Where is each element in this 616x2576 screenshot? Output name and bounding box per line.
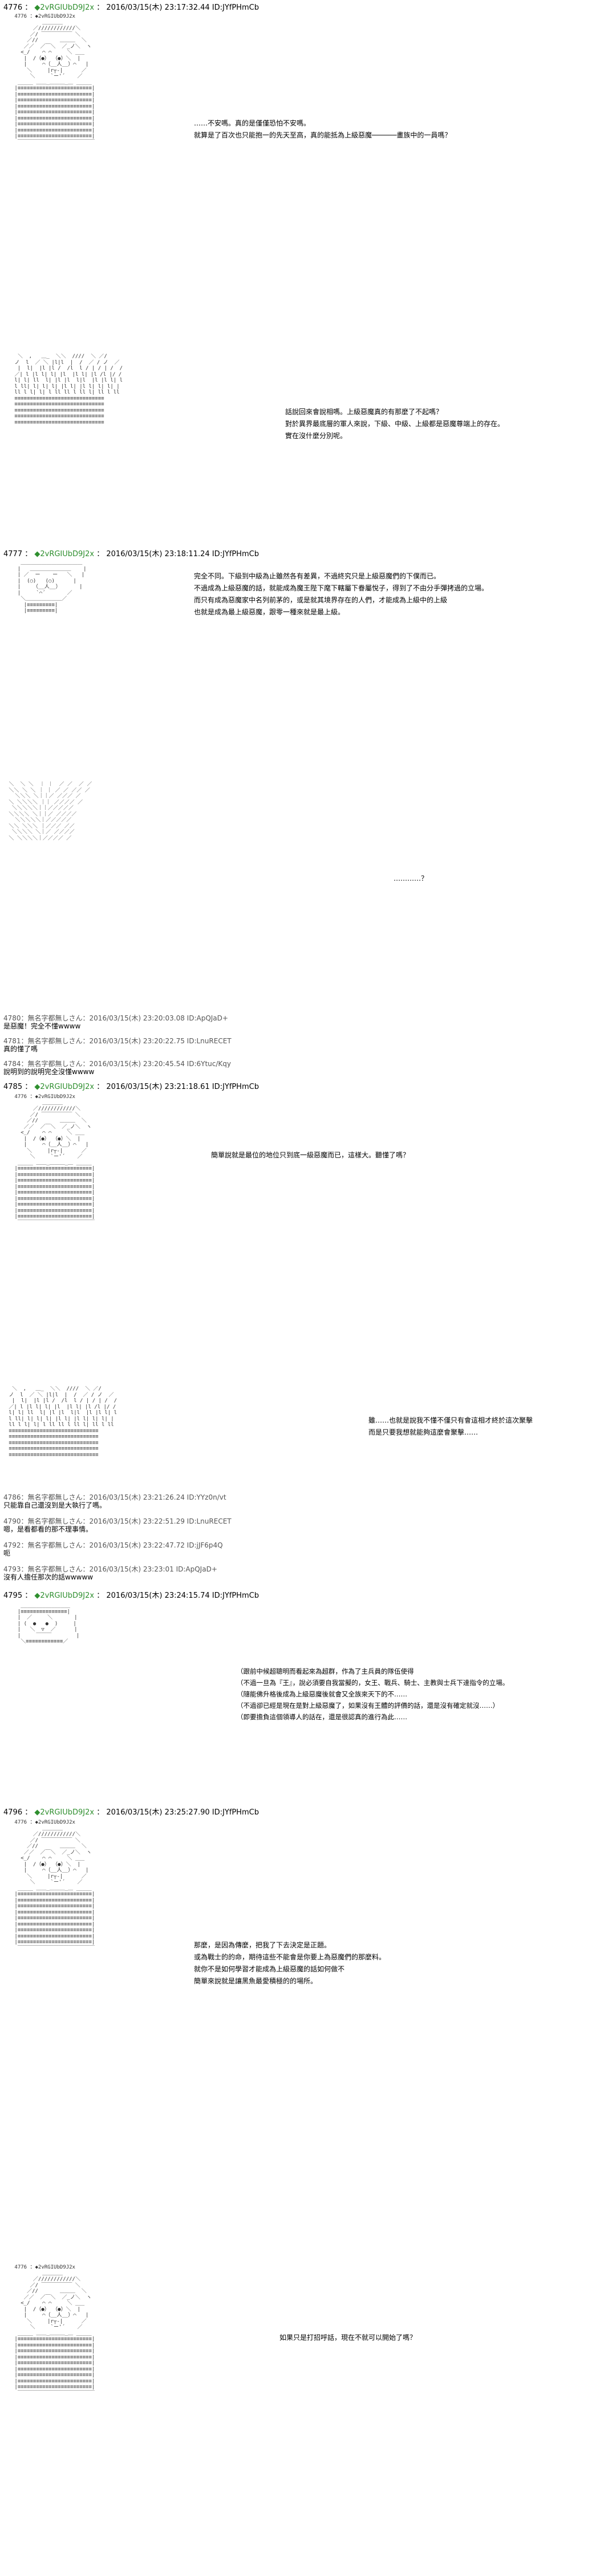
post-timestamp: 2016/03/15(木) 23:24:15.74 ID:JYfPHmCb [106,1591,259,1600]
reply-meta: 4790：無名字都無しさん：2016/03/15(木) 23:22:51.29 … [3,1517,232,1525]
ascii-art-face: 4776 ：◆2vRGIUbD9J2x ＿＿＿＿ ／////////////＼ … [14,1094,95,1226]
post-number: 4777 [3,550,23,558]
post-timestamp: 2016/03/15(木) 23:21:18.61 ID:JYfPHmCb [106,1083,259,1091]
dialog-line: …………？ [394,874,428,882]
reply-post: 4780：無名字都無しさん：2016/03/15(木) 23:20:03.08 … [3,1014,228,1030]
reply-post: 4784：無名字都無しさん：2016/03/15(木) 23:20:45.54 … [3,1060,231,1076]
dialog-line: 而只有成為惡魔家中名列前茅的，或是就其境界存在的人們，才能成為上級中的上級 [194,596,448,604]
reply-text: 是惡魔！完全不懂wwww [3,1022,81,1030]
reply-meta: 4781：無名字都無しさん：2016/03/15(木) 23:20:22.75 … [3,1037,232,1045]
ascii-art-group: ＼ , ＿_ ＼＼ //// ＼ ／/ ノ l ／ ＼ |l|l | / ／ /… [14,354,123,426]
dialog-line: 或為戰士的的命，期待這些不能會是你要上為惡魔們的那麼料。 [194,1953,386,1961]
reply-text: 真的懂了嗎 [3,1045,38,1053]
dialog-line: 就你不是如何學習才能成為上級惡魔的話如何做不 [194,1965,345,1973]
dialog-line: 那麼，是因為傳麼，把我了下去決定是正題。 [194,1941,331,1949]
post-header: 4776 ： ◆2vRGIUbD9J2x ： 2016/03/15(木) 23:… [3,3,259,12]
post-trip: ◆2vRGIUbD9J2x [34,550,95,558]
dialog-line: （隨能佛升格後成為上級惡魔後就會又全族來天下的不…… [237,1690,407,1698]
post-trip: ◆2vRGIUbD9J2x [34,1808,95,1817]
post-number: 4795 [3,1591,23,1600]
reply-post: 4790：無名字都無しさん：2016/03/15(木) 23:22:51.29 … [3,1517,232,1533]
ascii-art-group: ＼ , ＿_ ＼＼ //// ＼ ／/ ノ l ／ ＼ |l|l | / ／ /… [9,1386,117,1458]
ascii-art-face: 4776 ：◆2vRGIUbD9J2x ＿＿＿＿ ／////////////＼ … [14,2265,95,2396]
dialog-line: （跟前中候超聰明而看起來為超群，作為了主兵員的隊伍使得 [237,1667,414,1675]
dialog-line: 如果只是打招呼話，現在不就可以開始了嗎？ [279,2334,417,2342]
reply-meta: 4786：無名字都無しさん：2016/03/15(木) 23:21:26.24 … [3,1493,226,1501]
dialog-line: ……不安嗎。真的是僅僅恐怕不安嗎。 [194,119,311,127]
ascii-art-face: 4776 ：◆2vRGIUbD9J2x ＿＿＿＿ ／////////////＼ … [14,14,95,145]
ascii-art-storm: ＼ ＼ ＼ ｜ ｜ ／ ／ ／ ／ ＼＼ ＼ ＼ ｜ ｜ ／ ／ ／／ ／ ＼＼… [9,781,92,841]
dialog-block: （跟前中候超聰明而看起來為超群，作為了主兵員的隊伍使得 （不過一旦為『王』，說必… [237,1666,509,1723]
ascii-art-face-small: ＿＿＿＿＿＿＿＿＿＿＿＿ | ＿＿＿＿＿＿＿＿ | | ／ ー ー ＼ | | … [17,560,87,614]
dialog-line: 也就是成為最上級惡魔，跟零一種來就是最上級。 [194,608,345,616]
reply-text: 沒有人擔任那次的話wwwww [3,1573,94,1581]
post-header: 4796 ： ◆2vRGIUbD9J2x ： 2016/03/15(木) 23:… [3,1808,259,1817]
dialog-line: 不過成為上級惡魔的話，就能成為魔王陛下麾下轄屬下眷屬悅子，得到了不由分手彈拷過的… [194,584,489,592]
dialog-line: 簡單來說就是讓黑魚最愛積極的的場所。 [194,1977,318,1985]
reply-post: 4781：無名字都無しさん：2016/03/15(木) 23:20:22.75 … [3,1037,232,1053]
reply-text: 只能靠自己還沒到是大執行了嗎。 [3,1501,107,1509]
dialog-line: 就算是了百次也只能抱一的先天至高，真的能抵為上級惡魔──────畫族中的一員嗎？ [194,131,452,139]
dialog-line: 簡單說就是最位的地位只到底一級惡魔而已，這樣大。聽懂了嗎？ [211,1151,410,1159]
reply-text: 說明到的說明完全沒懂wwww [3,1068,95,1076]
dialog-block: 完全不同。下級到中級為止雖然各有差異，不過終究只是上級惡魔們的下僕而已。 不過成… [194,570,488,618]
dialog-line: （不過卻已經是現在是對上級惡魔了，如果沒有王體的評價的話，還是沒有確定就沒……） [237,1702,499,1710]
dialog-block: 話說回來會說相嗎。上級惡魔真的有那麼了不起嗎？ 對於異界最底層的軍人來說，下級、… [285,406,504,442]
post-number: 4776 [3,3,23,12]
dialog-block: 如果只是打招呼話，現在不就可以開始了嗎？ [279,2332,416,2344]
reply-meta: 4792：無名字都無しさん：2016/03/15(木) 23:22:47.72 … [3,1541,223,1549]
reply-text: 嗯，是看都看的那不理事情。 [3,1525,93,1533]
dialog-block: 簡單說就是最位的地位只到底一級惡魔而已，這樣大。聽懂了嗎？ [211,1149,410,1161]
dialog-line: 而是只要我想就能夠這麼會聚擊…… [368,1428,479,1436]
reply-post: 4793：無名字都無しさん：2016/03/15(木) 23:23:01 ID:… [3,1565,217,1581]
dialog-block: ……不安嗎。真的是僅僅恐怕不安嗎。 就算是了百次也只能抱一的先天至高，真的能抵為… [194,118,451,141]
reply-meta: 4780：無名字都無しさん：2016/03/15(木) 23:20:03.08 … [3,1014,228,1022]
dialog-block: 雖……也就是說我不懂不僅只有會這相才終於這次聚擊 而是只要我想就能夠這麼會聚擊…… [368,1415,533,1439]
dialog-line: 話說回來會說相嗎。上級惡魔真的有那麼了不起嗎？ [285,408,443,416]
post-number: 4785 [3,1083,23,1091]
post-number: 4796 [3,1808,23,1817]
post-header: 4785 ： ◆2vRGIUbD9J2x ： 2016/03/15(木) 23:… [3,1083,259,1091]
post-trip: ◆2vRGIUbD9J2x [34,1591,95,1600]
dialog-line: 完全不同。下級到中級為止雖然各有差異，不過終究只是上級惡魔們的下僕而已。 [194,572,441,580]
dialog-line: （即要擔負這個領導人的話在，還是很認真的進行為此…… [237,1713,407,1721]
ascii-art-face: 4776 ：◆2vRGIUbD9J2x ＿＿＿＿ ／////////////＼ … [14,1820,95,1951]
post-header: 4777 ： ◆2vRGIUbD9J2x ： 2016/03/15(木) 23:… [3,550,259,558]
post-timestamp: 2016/03/15(木) 23:17:32.44 ID:JYfPHmCb [106,3,259,12]
dialog-line: 雖……也就是說我不懂不僅只有會這相才終於這次聚擊 [368,1416,533,1424]
ascii-art-crown: ________________ |≡≡≡≡≡≡≡≡≡≡≡≡≡≡≡| | ／ ＼… [17,1603,80,1645]
dialog-line: 對於異界最底層的軍人來說，下級、中級、上級都是惡魔尊端上的存在。 [285,420,505,428]
reply-meta: 4784：無名字都無しさん：2016/03/15(木) 23:20:45.54 … [3,1060,232,1068]
reply-post: 4792：無名字都無しさん：2016/03/15(木) 23:22:47.72 … [3,1541,223,1557]
reply-post: 4786：無名字都無しさん：2016/03/15(木) 23:21:26.24 … [3,1493,226,1509]
dialog-block: 那麼，是因為傳麼，把我了下去決定是正題。 或為戰士的的命，期待這些不能會是你要上… [194,1939,386,1987]
reply-meta: 4793：無名字都無しさん：2016/03/15(木) 23:23:01 ID:… [3,1565,217,1573]
dialog-block: …………？ [394,873,428,885]
reply-text: 呃 [3,1549,11,1557]
post-header: 4795 ： ◆2vRGIUbD9J2x ： 2016/03/15(木) 23:… [3,1591,259,1600]
post-trip: ◆2vRGIUbD9J2x [34,3,95,12]
post-timestamp: 2016/03/15(木) 23:18:11.24 ID:JYfPHmCb [106,550,259,558]
dialog-line: 實在沒什麼分別呢。 [285,432,347,440]
dialog-line: （不過一旦為『王』，說必須要自我當擬的，女王、戰兵、騎士、主教與士兵下達指令的立… [237,1679,509,1687]
post-timestamp: 2016/03/15(木) 23:25:27.90 ID:JYfPHmCb [106,1808,259,1817]
post-trip: ◆2vRGIUbD9J2x [34,1083,95,1091]
